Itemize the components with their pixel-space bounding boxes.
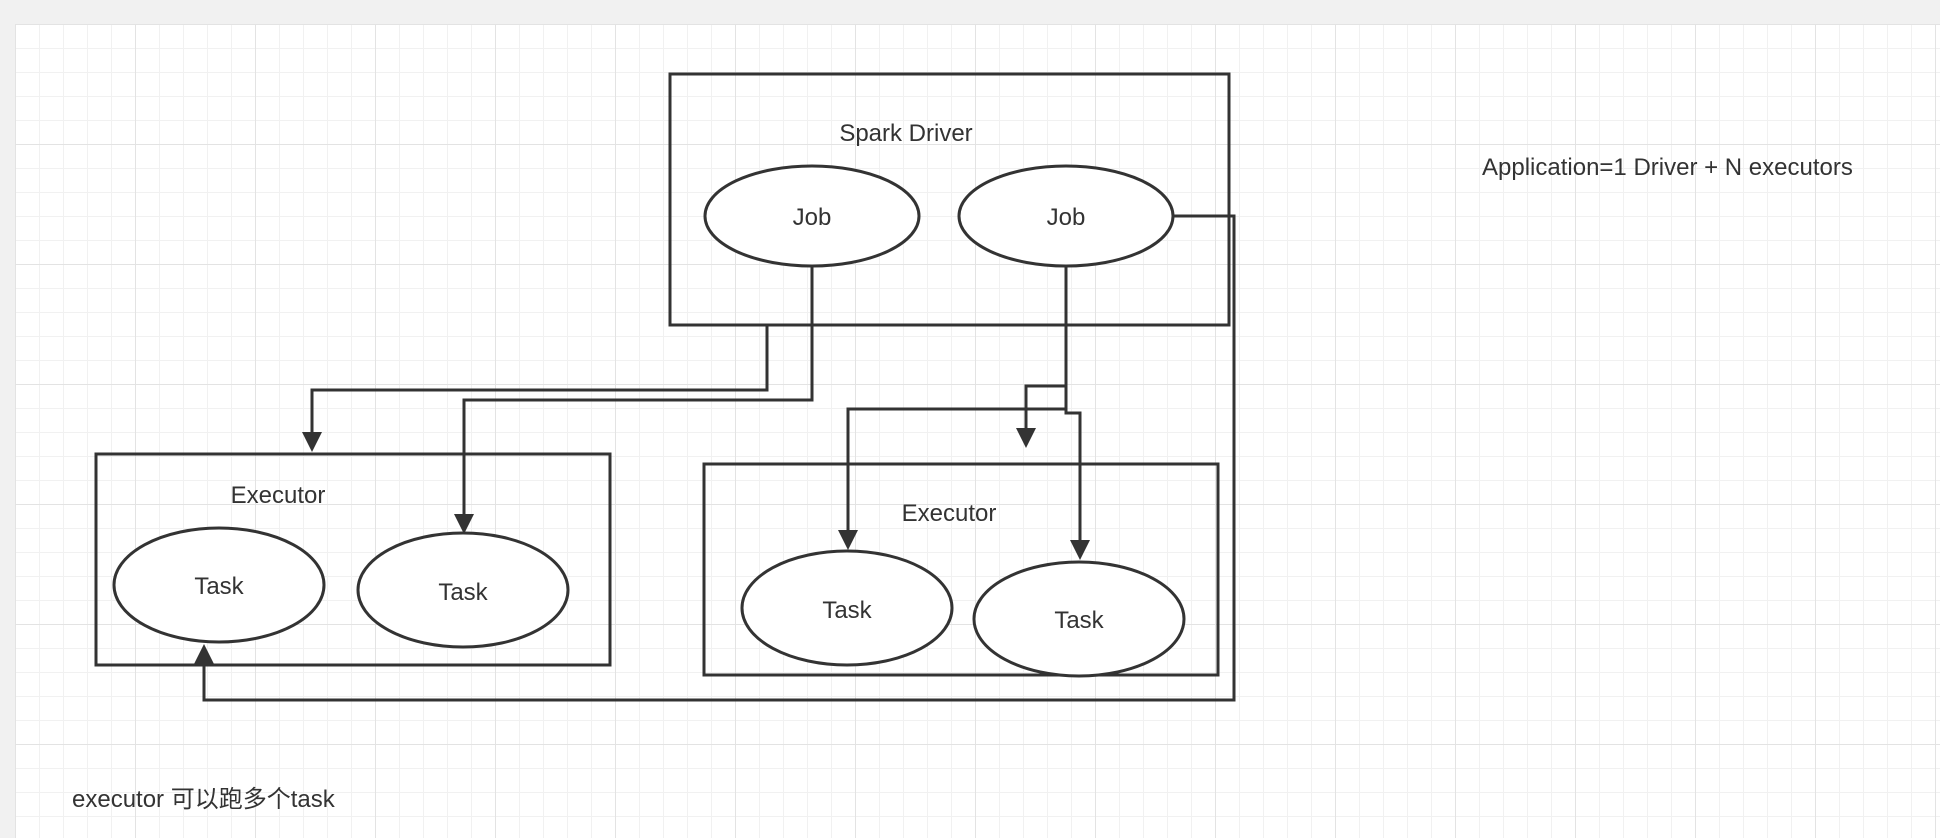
task-node-4[interactable]: Task [972,560,1186,678]
connector-job-2-to-task-1[interactable] [202,214,1236,702]
arrowhead [1016,428,1036,448]
arrowhead [454,514,474,534]
spark-driver-box[interactable]: Spark Driver [668,72,1231,327]
task-label: Task [438,579,488,606]
executor-box-2[interactable]: Executor [702,462,1220,677]
connector-job-1-to-task-2[interactable] [462,266,814,514]
application-note: Application=1 Driver + N executors [1482,154,1853,181]
arrowhead [838,530,858,550]
task-node-2[interactable]: Task [356,531,570,649]
arrowhead [194,644,214,664]
job-label: Job [1047,204,1086,231]
executor-box-1[interactable]: Executor [94,452,612,667]
executor-label: Executor [902,500,997,527]
connector-job-2-to-task-4[interactable] [1064,386,1082,540]
arrowhead [302,432,322,452]
connector-driver-to-executor-1[interactable] [310,326,769,432]
job-label: Job [793,204,832,231]
arrowhead [1070,540,1090,560]
executor-note: executor 可以跑多个task [72,786,336,813]
spark-driver-label: Spark Driver [839,120,972,147]
connector-job-2-to-executor-2[interactable] [1024,266,1068,428]
task-label: Task [1054,607,1104,634]
connectors [194,214,1236,702]
grid-canvas [15,24,1940,838]
executor-label: Executor [231,482,326,509]
task-node-1[interactable]: Task [112,526,326,644]
job-node-1[interactable]: Job [703,164,921,268]
task-node-3[interactable]: Task [740,549,954,667]
task-label: Task [822,597,872,624]
task-label: Task [194,573,244,600]
job-node-2[interactable]: Job [957,164,1175,268]
